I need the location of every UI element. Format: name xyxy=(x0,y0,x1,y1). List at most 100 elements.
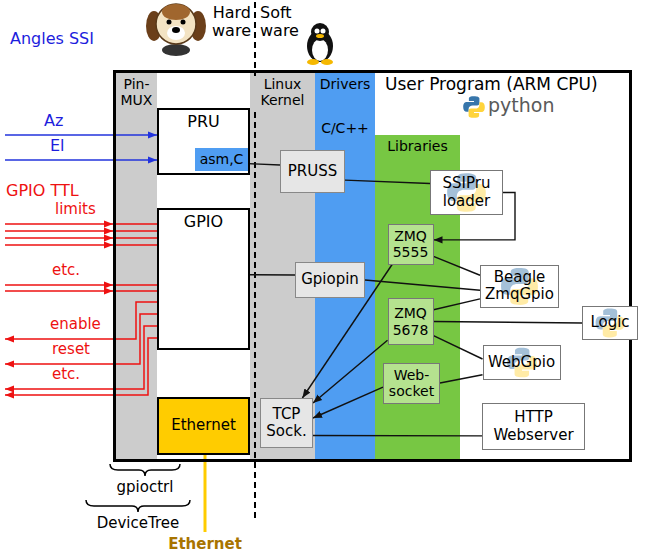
library-box: ZMQ 5555 xyxy=(388,224,434,265)
label-anchor: etc. xyxy=(52,366,80,383)
brace xyxy=(86,500,190,512)
label-anchor: GPIO TTL xyxy=(6,182,79,200)
connector xyxy=(313,340,388,403)
gpio-output-line xyxy=(5,302,157,339)
box-label: Beagle ZmqGpio xyxy=(484,269,555,304)
beagle-eye xyxy=(181,20,186,25)
hardware-block: GPIO xyxy=(157,208,250,350)
section-label: Hard ware xyxy=(207,4,251,41)
signal-name: etc. xyxy=(52,366,80,383)
connector xyxy=(250,274,295,276)
ssi-signal-line xyxy=(5,159,157,161)
system-box: User Program (ARM CPU) Pin- MUX PRU asm,C GP… xyxy=(113,70,632,462)
beagle-nose xyxy=(172,27,180,33)
block-title: PRU xyxy=(187,113,219,131)
box-label: Web- socket xyxy=(387,367,436,399)
box-label: SSIPru loader xyxy=(434,175,499,210)
beagle-snout xyxy=(167,26,185,40)
gpio-input-line xyxy=(5,284,157,286)
program-box: Beagle ZmqGpio xyxy=(480,265,559,308)
label-anchor: El xyxy=(50,137,65,155)
connector xyxy=(313,435,482,437)
connector xyxy=(365,280,480,290)
logo-wordmark: python xyxy=(488,95,554,117)
label-anchor: etc. xyxy=(52,262,80,279)
program-box: WebGpio xyxy=(483,345,561,380)
box-label: ZMQ 5555 xyxy=(392,228,430,260)
program-box: SSIPru loader xyxy=(430,170,503,215)
box-label: Logic xyxy=(590,314,629,331)
tux-head xyxy=(311,23,329,41)
kernel-module-box: Gpiopin xyxy=(295,262,365,298)
library-box: ZMQ 5678 xyxy=(388,298,434,345)
tux-body xyxy=(307,30,333,62)
band-title: Drivers xyxy=(320,76,370,92)
python-snake xyxy=(469,102,485,118)
connectors xyxy=(248,164,582,436)
band-fill xyxy=(116,73,157,459)
box-title: User Program (ARM CPU) xyxy=(385,75,598,95)
program-box: HTTP Webserver xyxy=(482,403,585,450)
gpio-input-line xyxy=(5,290,157,292)
tux-foot xyxy=(321,59,333,65)
gpio-input-line xyxy=(5,223,157,225)
label-anchor: Angles SSI xyxy=(10,30,94,48)
tux-beak xyxy=(316,34,324,38)
hardware-block: Ethernet xyxy=(157,397,250,455)
hardware-block: PRU asm,C xyxy=(157,108,250,175)
beagle-head xyxy=(156,4,196,44)
tux-logo xyxy=(307,23,333,65)
gpio-output-line xyxy=(5,326,157,389)
program-box: Logic xyxy=(582,306,638,340)
band-title: Pin- MUX xyxy=(116,76,157,108)
connector xyxy=(345,180,430,183)
label-anchor: Az xyxy=(44,112,63,130)
signal-name: etc. xyxy=(52,262,80,279)
ethernet-cable xyxy=(204,455,207,532)
connector xyxy=(434,336,483,359)
label-anchor: python xyxy=(488,95,554,117)
box-label: Gpiopin xyxy=(301,271,359,288)
connector xyxy=(313,387,383,418)
python-logo xyxy=(463,96,485,118)
signal-group-label: GPIO TTL xyxy=(6,182,79,200)
signal-name: Az xyxy=(44,112,63,130)
beagle-body xyxy=(162,44,190,56)
code-tag: asm,C xyxy=(195,148,248,171)
connector xyxy=(434,322,583,324)
label-anchor: Hard ware xyxy=(207,4,251,41)
label-anchor: enable xyxy=(50,316,101,333)
gpio-input-line xyxy=(5,244,157,246)
section-label: Soft ware xyxy=(260,4,306,41)
tux-foot xyxy=(307,59,319,65)
label-anchor: reset xyxy=(52,341,90,358)
box-label: asm,C xyxy=(200,151,244,167)
beagle-eye xyxy=(167,20,172,25)
box-label: WebGpio xyxy=(488,354,555,371)
brace-label: gpioctrl xyxy=(110,479,180,496)
label-anchor: gpioctrl xyxy=(110,479,180,496)
band-title: Linux Kernel xyxy=(250,76,315,108)
brace-label: DeviceTree xyxy=(86,515,190,532)
tux-belly xyxy=(312,39,328,61)
signal-name: El xyxy=(50,137,65,155)
label-anchor: DeviceTree xyxy=(86,515,190,532)
gpio-output-line xyxy=(5,314,157,364)
beagle-logo xyxy=(146,4,206,56)
box-label: PRUSS xyxy=(288,163,338,180)
label-anchor: limits xyxy=(55,201,96,218)
band-title: C/C++ xyxy=(321,120,369,136)
ssi-signal-line xyxy=(5,134,157,136)
library-box: Web- socket xyxy=(383,363,440,404)
gpio-input-line xyxy=(5,230,157,232)
connector xyxy=(434,299,481,310)
box-label: TCP Sock. xyxy=(264,406,309,441)
signal-name: reset xyxy=(52,341,90,358)
box-label: HTTP Webserver xyxy=(486,409,581,444)
tux-eye xyxy=(315,29,320,34)
label-anchor: Ethernet xyxy=(165,536,245,553)
connector xyxy=(434,256,481,275)
brace xyxy=(110,464,180,476)
cable-label: Ethernet xyxy=(165,536,245,553)
